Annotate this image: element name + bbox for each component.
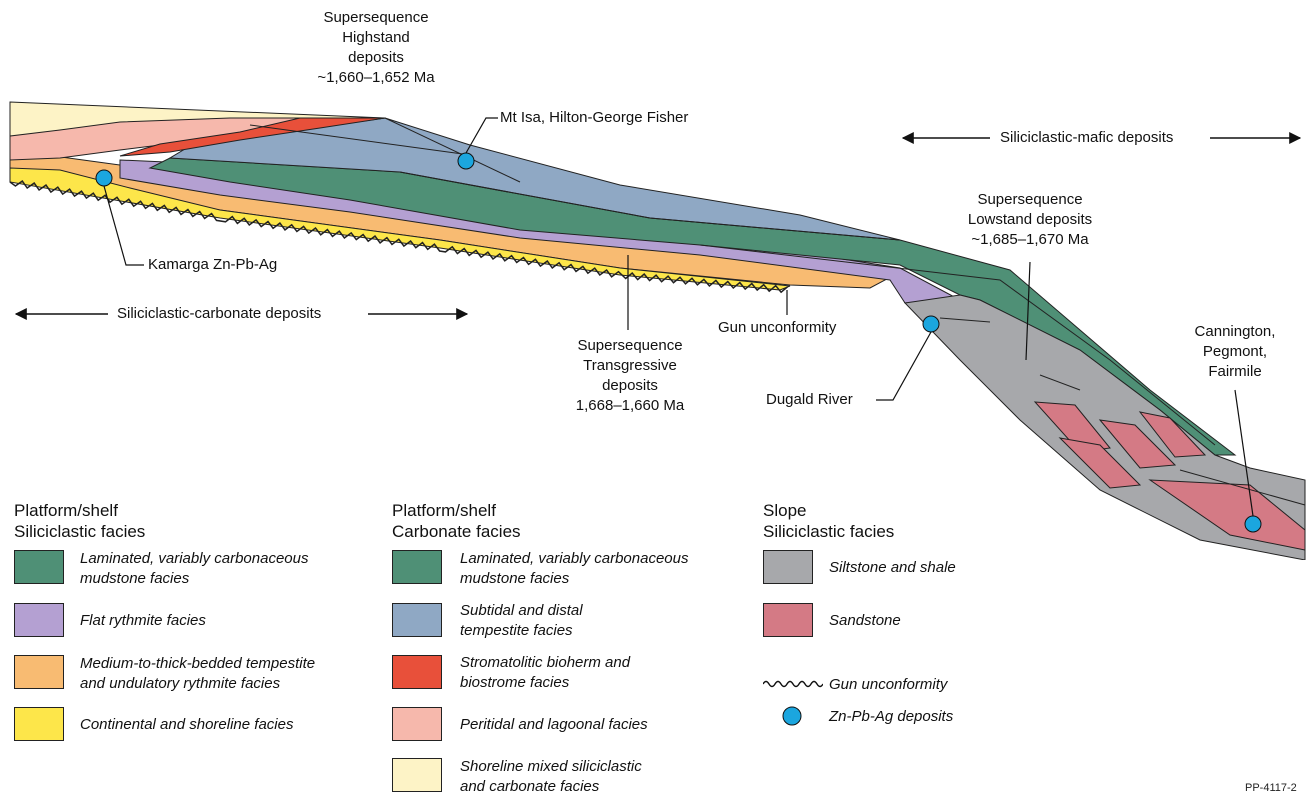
legend-label-zn-pb-ag: Zn-Pb-Ag deposits — [829, 708, 954, 725]
deposit-marker-cannington — [1244, 515, 1262, 533]
cannington-label: Cannington, Pegmont, Fairmile — [1194, 323, 1276, 380]
lowstand-label: Supersequence Lowstand deposits ~1,685–1… — [967, 191, 1093, 248]
legend-swatch-continental — [14, 707, 64, 741]
figure-code: PP-4117-2 — [1245, 782, 1297, 794]
legend-swatch-tempestite — [14, 655, 64, 689]
legend-swatch-peritidal — [392, 707, 442, 741]
legend-label-sandstone: Sandstone — [829, 612, 901, 629]
gun-unconformity-line — [9, 180, 789, 294]
deposit-marker-kamarga — [95, 169, 113, 187]
wavy-line-icon — [763, 680, 823, 688]
stromatolitic-band — [119, 117, 386, 157]
legend-swatch-siltstone — [763, 550, 813, 584]
cross-section-diagram — [9, 101, 1306, 560]
legend-swatch-shoreline-mixed — [392, 758, 442, 792]
legend-swatch-rythmite — [14, 603, 64, 637]
legend-swatch-subtidal — [392, 603, 442, 637]
dugald-river-label: Dugald River — [766, 391, 853, 408]
legend-label-peritidal: Peritidal and lagoonal facies — [460, 716, 648, 733]
legend-label-siltstone: Siltstone and shale — [829, 559, 956, 576]
deposit-marker-dugald — [922, 315, 940, 333]
highstand-label: Supersequence Highstand deposits ~1,660–… — [317, 9, 435, 86]
legend-label-gun-unconformity: Gun unconformity — [829, 676, 948, 693]
legend-swatch-mudstone-siliciclastic — [14, 550, 64, 584]
legend-swatch-stromatolitic — [392, 655, 442, 689]
mt-isa-label: Mt Isa, Hilton-George Fisher — [500, 109, 689, 126]
sandstone-lenses — [1033, 401, 1306, 551]
legend-label-rythmite: Flat rythmite facies — [80, 612, 206, 629]
legend-label-continental: Continental and shoreline facies — [80, 716, 294, 733]
transgressive-label: Supersequence Transgressive deposits 1,6… — [575, 337, 685, 414]
legend-swatch-sandstone — [763, 603, 813, 637]
siliciclastic-carbonate-label: Siliciclastic-carbonate deposits — [117, 305, 322, 322]
blue-circle-icon — [782, 706, 802, 726]
continental-band — [9, 167, 791, 291]
gun-unconformity-label: Gun unconformity — [718, 319, 837, 336]
bedding-lines — [249, 117, 1306, 506]
leader-lines — [103, 117, 1254, 517]
legend-swatch-mudstone-carbonate — [392, 550, 442, 584]
deposit-marker-mt-isa — [457, 152, 475, 170]
kamarga-label: Kamarga Zn-Pb-Ag — [148, 256, 278, 273]
siliciclastic-mafic-label: Siliciclastic-mafic deposits — [1000, 129, 1174, 146]
